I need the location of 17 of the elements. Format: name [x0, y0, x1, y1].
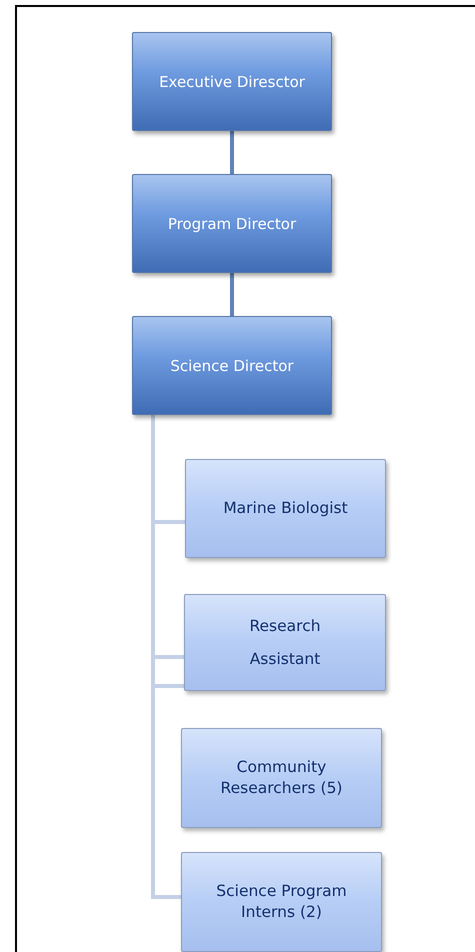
- position-title: Science Program Interns (2): [215, 881, 348, 923]
- position-box: [184, 594, 386, 691]
- position-title: Research Assistant: [248, 616, 322, 670]
- position-box: [132, 316, 332, 415]
- connector-line: [230, 131, 234, 174]
- position-title: Executive Diresctor: [159, 72, 305, 90]
- connector-line: [151, 415, 181, 899]
- position-box: [181, 728, 382, 828]
- position-box: [185, 459, 386, 558]
- position-title: Science Director: [170, 356, 294, 374]
- position-title: Community Researchers (5): [220, 757, 344, 799]
- position-title: Marine Biologist: [223, 498, 348, 519]
- position-box: [132, 32, 332, 131]
- connector-line: [230, 273, 234, 316]
- position-title: Program Director: [168, 214, 296, 232]
- position-box: [181, 852, 382, 952]
- position-box: [132, 174, 332, 273]
